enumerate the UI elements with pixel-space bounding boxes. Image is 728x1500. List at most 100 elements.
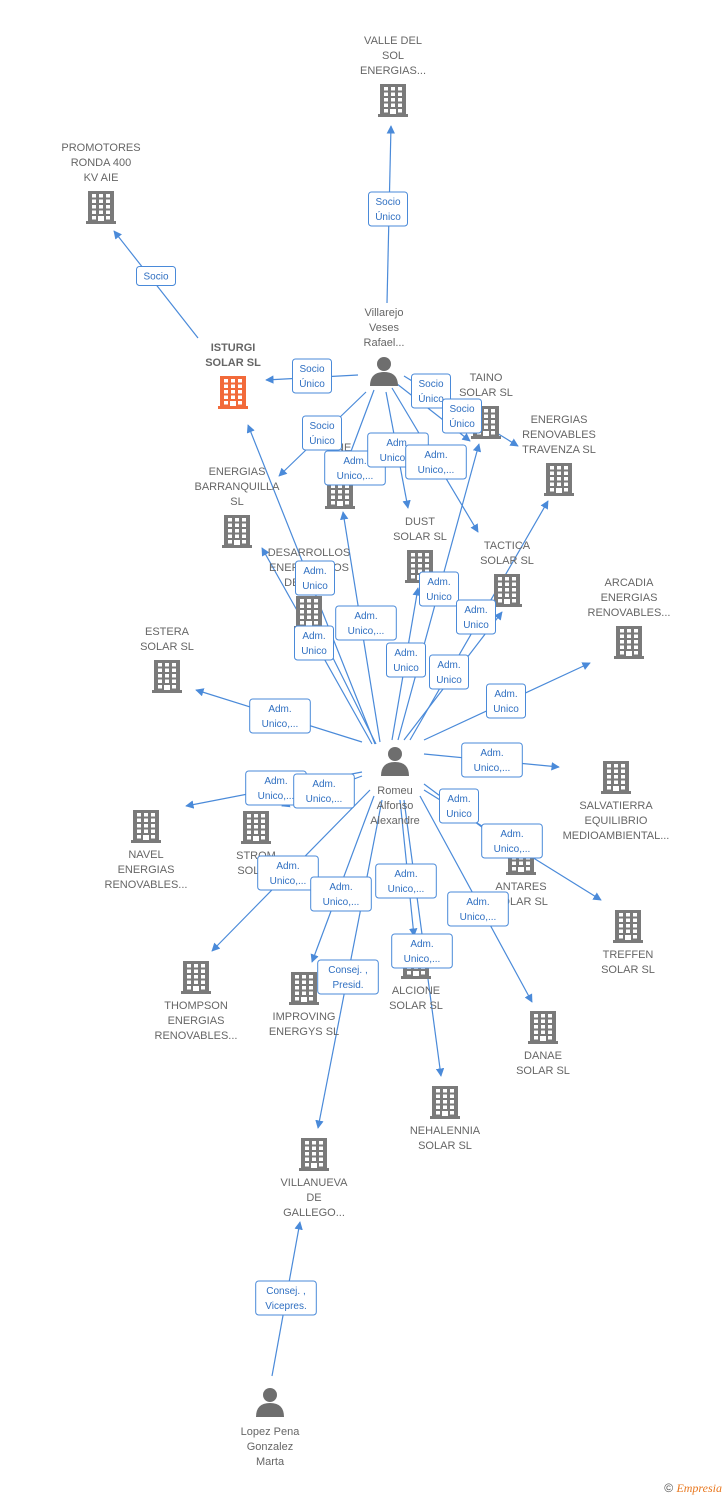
edge-label-romeu-to-alcione[interactable]: Adm.Unico,... bbox=[375, 863, 437, 899]
node-label: THOMPSON bbox=[164, 1000, 228, 1012]
building-icon bbox=[430, 1086, 460, 1119]
node-label: Marta bbox=[256, 1456, 285, 1468]
edge-label-romeu-to-villanueva[interactable]: Consej. ,Presid. bbox=[317, 959, 379, 995]
node-label: SOLAR SL bbox=[205, 357, 261, 369]
edge-label-box bbox=[439, 788, 479, 824]
edge-label-romeu-to-travenza[interactable]: Adm.Unico bbox=[429, 654, 469, 690]
node-thompson[interactable]: THOMPSONENERGIASRENOVABLES... bbox=[155, 961, 238, 1042]
node-estera[interactable]: ESTERA SOLAR SL bbox=[140, 626, 194, 693]
node-label: Gonzalez bbox=[247, 1441, 293, 1453]
edge-label-text: Adm. bbox=[500, 829, 523, 840]
edge-label-romeu-to-navel[interactable]: Adm.Unico,... bbox=[245, 770, 307, 806]
building-icon bbox=[152, 660, 182, 693]
building-icon bbox=[492, 574, 522, 607]
node-salvatierra[interactable]: SALVATIERRAEQUILIBRIOMEDIOAMBIENTAL... bbox=[563, 761, 670, 842]
edge-label-text: Único bbox=[449, 417, 475, 430]
node-label: ENERGYS SL bbox=[269, 1026, 339, 1038]
edge-label-romeu-to-estera[interactable]: Adm.Unico,... bbox=[249, 698, 311, 734]
edge-label-box bbox=[405, 444, 467, 480]
node-label: SOLAR SL bbox=[480, 555, 534, 567]
edge-label-romeu-to-tactica[interactable]: Adm.Unico bbox=[456, 599, 496, 635]
edge-label-text: Adm. bbox=[386, 438, 409, 449]
building-icon bbox=[131, 810, 161, 843]
node-valle[interactable]: VALLE DELSOLENERGIAS... bbox=[360, 35, 426, 117]
node-label: RENOVABLES... bbox=[105, 879, 188, 891]
node-label: Villarejo bbox=[365, 307, 404, 319]
edge-label-romeu-to-ember[interactable]: Adm.Unico bbox=[295, 560, 335, 596]
person-icon bbox=[370, 357, 398, 386]
edge-label-box bbox=[136, 266, 176, 286]
edge-label-text: Adm. bbox=[427, 577, 450, 588]
edge-label-romeu-to-desarrollos[interactable]: Adm.Unico,... bbox=[335, 605, 397, 641]
edge-label-box bbox=[302, 415, 342, 451]
node-villanueva[interactable]: VILLANUEVADEGALLEGO... bbox=[280, 1138, 348, 1219]
edge-label-isturgi-to-promotores[interactable]: Socio bbox=[136, 266, 176, 286]
node-label: VALLE DEL bbox=[364, 35, 422, 47]
building-icon bbox=[181, 961, 211, 994]
edge-label-box bbox=[386, 642, 426, 678]
edge-label-text: Adm. bbox=[268, 704, 291, 715]
edge-label-romeu-to-arcadia[interactable]: Adm.Unico bbox=[486, 683, 526, 719]
edge-label-box bbox=[294, 625, 334, 661]
edge-label-romeu-to-antares[interactable]: Adm.Unico bbox=[439, 788, 479, 824]
edge-label-romeu-to-nehalennia[interactable]: Adm.Unico,... bbox=[391, 933, 453, 969]
edge-label-lopez-to-villanueva[interactable]: Consej. ,Vicepres. bbox=[255, 1280, 317, 1316]
node-villarejo[interactable]: VillarejoVesesRafael... bbox=[364, 307, 405, 386]
node-label: IMPROVING bbox=[273, 1011, 336, 1023]
edge-label-text: Unico,... bbox=[460, 912, 497, 923]
node-label: Lopez Pena bbox=[241, 1426, 301, 1438]
node-navel[interactable]: NAVELENERGIASRENOVABLES... bbox=[105, 810, 188, 891]
edge-label-box bbox=[461, 742, 523, 778]
node-label: RONDA 400 bbox=[71, 157, 132, 169]
node-label: VILLANUEVA bbox=[280, 1177, 348, 1189]
edge-label-text: Unico bbox=[493, 704, 519, 715]
node-arcadia[interactable]: ARCADIAENERGIASRENOVABLES... bbox=[588, 577, 671, 659]
edge-label-romeu-to-barranquilla[interactable]: Adm.Unico bbox=[294, 625, 334, 661]
edge-label-text: Unico,... bbox=[388, 884, 425, 895]
edge-label-text: Unico,... bbox=[404, 954, 441, 965]
edge-label-box bbox=[255, 1280, 317, 1316]
footer-brand[interactable]: © Empresia bbox=[664, 1481, 722, 1496]
edge-label-box bbox=[481, 823, 543, 859]
edge-label-romeu-to-thompson[interactable]: Adm.Unico,... bbox=[257, 855, 319, 891]
node-label: ENERGIAS bbox=[118, 864, 175, 876]
building-icon bbox=[378, 84, 408, 117]
edge-label-text: Único bbox=[375, 210, 401, 223]
edge-label-romeu-to-improving[interactable]: Adm.Unico,... bbox=[310, 876, 372, 912]
edge-label-box bbox=[295, 560, 335, 596]
edge-label-romeu-to-treffen[interactable]: Adm.Unico,... bbox=[481, 823, 543, 859]
edge-label-text: Unico bbox=[393, 663, 419, 674]
edge-label-romeu-to-taino[interactable]: Adm.Unico bbox=[419, 571, 459, 607]
node-label: SOLAR SL bbox=[140, 641, 194, 653]
node-improving[interactable]: IMPROVING ENERGYS SL bbox=[269, 972, 339, 1038]
node-label: NEHALENNIA bbox=[410, 1125, 481, 1137]
edge-label-romeu-to-dust[interactable]: Adm. Unico bbox=[386, 642, 426, 678]
edge-label-text: Adm. bbox=[394, 648, 417, 659]
edge-label-romeu-to-strom[interactable]: Adm.Unico,... bbox=[293, 773, 355, 809]
node-label: ESTERA bbox=[145, 626, 190, 638]
edge-label-text: Socio bbox=[375, 197, 400, 208]
node-label: ENERGIAS bbox=[168, 1015, 225, 1027]
edge-label-villarejo-to-tactica[interactable]: Adm.Unico,... bbox=[405, 444, 467, 480]
node-label: SOLAR SL bbox=[601, 964, 655, 976]
node-label: RENOVABLES bbox=[522, 429, 596, 441]
edge-label-text: Unico,... bbox=[418, 465, 455, 476]
edge-label-romeu-to-danae[interactable]: Adm.Unico,... bbox=[447, 891, 509, 927]
edge-label-romeu-to-salvatierra[interactable]: Adm.Unico,... bbox=[461, 742, 523, 778]
